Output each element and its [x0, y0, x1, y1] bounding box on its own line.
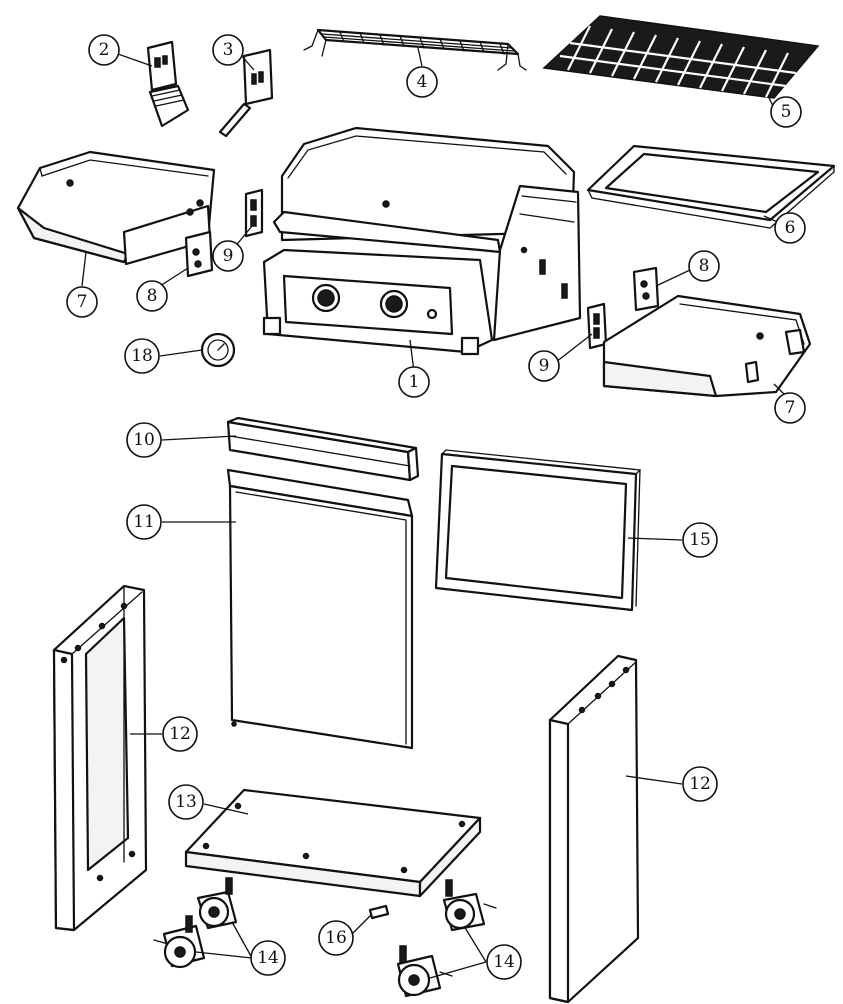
svg-text:15: 15 — [689, 530, 711, 550]
svg-text:12: 12 — [169, 724, 191, 744]
part-3-flame-tamer — [218, 48, 274, 138]
part-11-door-panel — [226, 468, 414, 750]
part-12-right-side-panel — [548, 654, 640, 1004]
part-8-left-bracket — [184, 230, 214, 278]
callout-15: 15 — [682, 522, 718, 558]
part-14-caster-b — [153, 915, 206, 969]
svg-text:12: 12 — [689, 774, 711, 794]
part-9-left-bracket — [244, 188, 264, 238]
callout-16: 16 — [318, 920, 354, 956]
part-4-warming-rack — [303, 28, 527, 71]
part-5-cooking-grate — [542, 15, 820, 99]
svg-text:13: 13 — [175, 792, 197, 812]
part-1-grill-head — [262, 126, 582, 356]
part-15-frame-panel — [434, 449, 642, 612]
callout-1: 1 — [398, 366, 430, 398]
svg-text:4: 4 — [417, 72, 428, 92]
callout-5: 5 — [770, 96, 802, 128]
callout-12-left: 12 — [162, 716, 198, 752]
callout-9-left: 9 — [212, 240, 244, 272]
callout-10: 10 — [126, 422, 162, 458]
svg-text:7: 7 — [77, 292, 88, 312]
svg-text:16: 16 — [325, 928, 347, 948]
part-12-left-side-frame — [52, 584, 148, 932]
callout-14-left: 14 — [250, 940, 286, 976]
part-7-left-side-shelf — [16, 150, 216, 266]
svg-text:18: 18 — [131, 346, 153, 366]
callout-8-right: 8 — [688, 250, 720, 282]
leader-lines — [81, 47, 787, 979]
callout-14-right: 14 — [486, 944, 522, 980]
part-14-caster-d — [396, 945, 453, 998]
callout-13: 13 — [168, 784, 204, 820]
callout-8-left: 8 — [136, 280, 168, 312]
svg-text:5: 5 — [781, 102, 792, 122]
svg-text:9: 9 — [223, 246, 234, 266]
svg-text:9: 9 — [539, 356, 550, 376]
callout-7-left: 7 — [66, 286, 98, 318]
svg-text:11: 11 — [133, 512, 155, 532]
part-13-bottom-shelf — [184, 788, 482, 898]
part-8-right-bracket — [632, 266, 660, 312]
svg-text:14: 14 — [493, 952, 515, 972]
part-14-caster-a — [196, 877, 238, 930]
svg-text:2: 2 — [99, 40, 110, 60]
svg-text:14: 14 — [257, 948, 279, 968]
part-10-top-rail — [226, 416, 420, 482]
callout-4: 4 — [406, 66, 438, 98]
part-7-right-side-shelf — [602, 294, 812, 398]
svg-text:3: 3 — [223, 40, 234, 60]
callout-9-right: 9 — [528, 350, 560, 382]
callout-11: 11 — [126, 504, 162, 540]
part-18-thermometer — [200, 332, 236, 368]
part-14-caster-c — [442, 879, 497, 932]
part-2-heat-deflector — [146, 40, 190, 128]
svg-text:6: 6 — [785, 218, 796, 238]
part-16-clip — [368, 904, 390, 920]
svg-text:8: 8 — [147, 286, 158, 306]
callout-18: 18 — [124, 338, 160, 374]
svg-text:7: 7 — [785, 398, 796, 418]
svg-text:10: 10 — [133, 430, 155, 450]
callout-2: 2 — [88, 34, 120, 66]
svg-text:1: 1 — [409, 372, 420, 392]
callout-3: 3 — [212, 34, 244, 66]
svg-text:8: 8 — [699, 256, 710, 276]
part-6-grease-tray — [586, 144, 836, 229]
callout-6: 6 — [774, 212, 806, 244]
callout-12-right: 12 — [682, 766, 718, 802]
callout-7-right: 7 — [774, 392, 806, 424]
